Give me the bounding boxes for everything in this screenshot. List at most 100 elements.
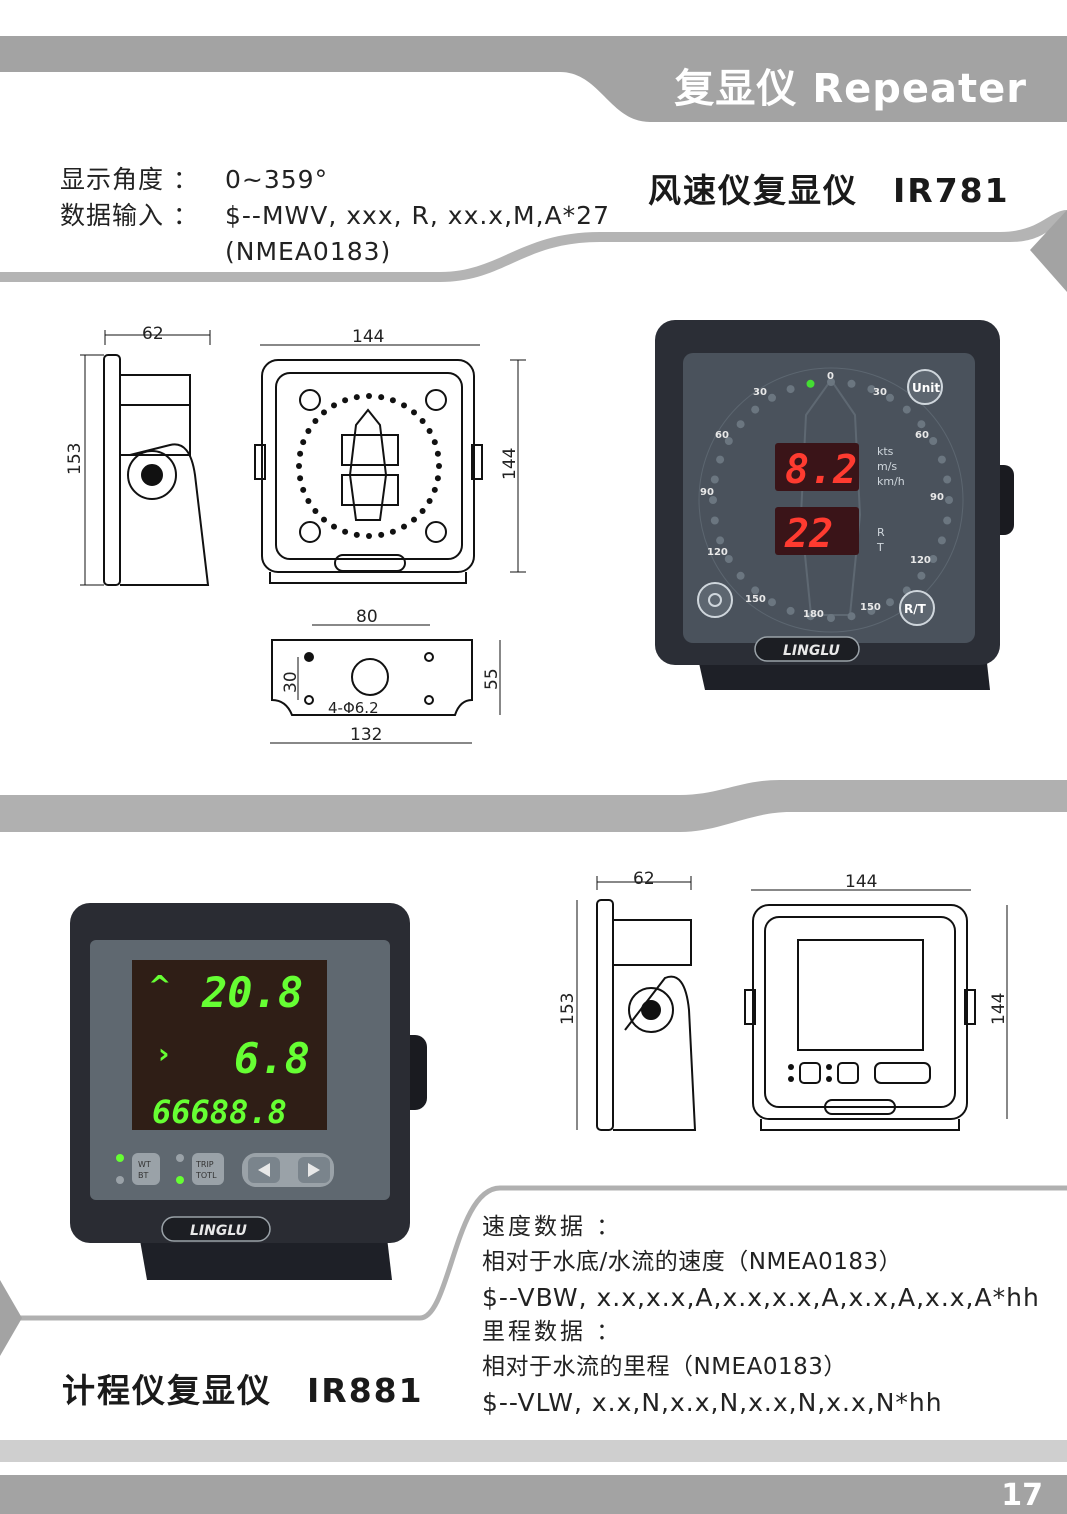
right-arrow-icon xyxy=(308,1163,320,1177)
led-dot xyxy=(710,516,719,525)
dial-dot xyxy=(434,450,441,457)
dim-side-height: 153 xyxy=(65,443,85,475)
dial-dot xyxy=(431,439,438,446)
led-dot xyxy=(917,420,926,429)
dial-dot xyxy=(342,397,349,404)
rt-button[interactable] xyxy=(899,590,935,626)
wt-bt-label: BT xyxy=(138,1171,148,1180)
distance-data-code: $--VLW, x.x,N,x.x,N,x.x,N,x.x,N*hh xyxy=(482,1388,943,1417)
page-title: 复显仪 Repeater xyxy=(674,66,1027,112)
scale-label: 120 xyxy=(707,547,728,558)
dial-dot xyxy=(366,393,372,399)
led-dot xyxy=(724,555,733,563)
dial-dot xyxy=(411,516,417,523)
dim-side-depth: 62 xyxy=(633,869,655,889)
led-dot xyxy=(751,405,760,414)
dial-dot xyxy=(331,402,337,409)
led-dot xyxy=(937,536,946,545)
dial-dot xyxy=(312,418,319,424)
right-arrow-icon: › xyxy=(158,1037,170,1070)
dial-dot xyxy=(389,528,396,535)
dial-dot xyxy=(431,486,438,493)
left-arrow-icon xyxy=(258,1163,270,1177)
scale-label: 30 xyxy=(873,387,887,398)
scale-label: 90 xyxy=(930,492,944,503)
unit-label: km/h xyxy=(877,475,905,488)
brand-logo: LINGLU xyxy=(783,643,840,659)
unit-button-label: Unit xyxy=(912,381,940,395)
log-product-title: 计程仪复显仪 IR881 xyxy=(62,1371,424,1410)
led-dot xyxy=(806,612,815,621)
led-dot xyxy=(827,614,835,622)
dial-dot xyxy=(297,450,304,457)
scale-label: 90 xyxy=(700,487,714,498)
log-data-block: 速度数据 ： 相对于水底/水流的速度（NMEA0183） $--VBW, x.x… xyxy=(482,1210,1040,1420)
spec-value: $--MWV, xxx, R, xx.x,M,A*27 xyxy=(225,201,610,230)
brightness-icon xyxy=(708,593,722,607)
led-dot xyxy=(929,555,938,563)
dial-dot xyxy=(296,463,302,469)
log-speed-readout: 20.8 xyxy=(201,968,303,1017)
dial-dot xyxy=(305,428,312,434)
led-dot xyxy=(786,606,795,615)
log-distance-readout: 66688.8 xyxy=(152,1093,287,1131)
wind-dimension-drawing: 62 153 144 144 80 30 55 4-Φ6.2 132 xyxy=(65,324,526,745)
unit-button[interactable] xyxy=(907,369,943,405)
log-repeater-device: ^ 20.8 › 6.8 66688.8 WT BT TRIP TOTL LIN… xyxy=(70,903,427,1280)
brand-logo: LINGLU xyxy=(190,1223,247,1239)
rt-button-label: R/T xyxy=(904,602,927,616)
spec-value: 0~359° xyxy=(225,165,329,194)
dim-front-height: 144 xyxy=(989,993,1009,1025)
wind-repeater-device: 0 30 30 60 60 90 90 120 120 150 150 180 … xyxy=(655,320,1014,690)
led-dot xyxy=(902,405,911,414)
dial-dot xyxy=(389,397,396,404)
led-dot xyxy=(847,612,856,621)
dim-mount-height: 55 xyxy=(482,668,502,690)
scale-label: 0 xyxy=(827,371,834,382)
wind-angle-readout: 22 xyxy=(784,511,833,557)
dial-dot xyxy=(300,439,307,446)
led-dot xyxy=(709,496,717,504)
dial-dot xyxy=(426,498,433,504)
led-dot xyxy=(751,586,760,595)
speed-data-desc: 相对于水底/水流的速度（NMEA0183） xyxy=(482,1249,903,1275)
spec-row-extra: (NMEA0183) xyxy=(60,234,610,270)
wind-product-title: 风速仪复显仪 IR781 xyxy=(648,171,1010,210)
led-dot xyxy=(847,379,856,388)
led-dot xyxy=(886,598,894,607)
dial-dot xyxy=(378,394,385,401)
dim-mount-spacing: 80 xyxy=(356,607,378,627)
dial-dot xyxy=(353,531,360,538)
led-dot xyxy=(943,475,952,484)
dial-dot xyxy=(331,523,337,530)
log-speed2-readout: 6.8 xyxy=(234,1034,310,1083)
led-dot xyxy=(710,475,719,484)
led-dot xyxy=(867,606,876,615)
led-dot xyxy=(806,379,815,388)
brightness-button[interactable] xyxy=(697,582,733,618)
up-arrow-icon: ^ xyxy=(148,969,171,1002)
speed-data-heading: 速度数据 ： xyxy=(482,1214,623,1240)
dial-dot xyxy=(312,508,319,514)
dim-side-depth: 62 xyxy=(142,324,164,344)
unit-label: kts xyxy=(877,445,894,458)
spec-label: 显示角度 ： xyxy=(60,165,199,194)
led-dot xyxy=(937,455,946,464)
scale-label: 150 xyxy=(745,594,766,605)
dial-dot xyxy=(297,475,304,482)
led-dot xyxy=(786,385,795,394)
dial-dot xyxy=(353,394,360,401)
led-dot xyxy=(736,420,745,429)
dial-dot xyxy=(426,428,433,434)
led-dot xyxy=(768,393,776,402)
scale-label: 180 xyxy=(803,609,824,620)
dim-front-height: 144 xyxy=(500,448,520,480)
led-dot xyxy=(945,496,953,504)
led-dot xyxy=(867,385,876,394)
scale-label: 120 xyxy=(910,555,931,566)
dim-mount-width: 132 xyxy=(350,725,382,745)
trip-totl-button[interactable] xyxy=(192,1153,224,1185)
dial-dot xyxy=(305,498,312,504)
wt-bt-button[interactable] xyxy=(132,1153,160,1185)
page-number: 17 xyxy=(1001,1478,1043,1513)
